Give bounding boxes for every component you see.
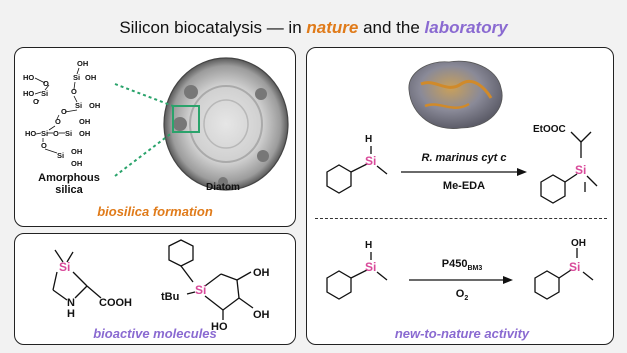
silica-label-line-1: Amorphous — [38, 172, 100, 184]
reaction-arrow-bottom — [409, 276, 513, 284]
silaproline-structure: Si N H COOH — [52, 249, 132, 320]
title-prefix: Silicon biocatalysis — in — [119, 18, 307, 37]
svg-text:O: O — [61, 107, 67, 116]
catalyst-bottom-main: P450 — [441, 258, 468, 270]
svg-text:O: O — [71, 87, 77, 96]
si-atom: Si — [59, 260, 70, 274]
title-middle: and the — [358, 18, 425, 37]
ester-label: EtOOC — [533, 124, 566, 135]
svg-text:Si: Si — [57, 151, 64, 160]
silica-label-line-2: silica — [55, 184, 83, 196]
reactant-silane-bottom: H Si — [326, 240, 388, 300]
protein-image — [408, 60, 503, 130]
lab-caption: new-to-nature activity — [394, 326, 530, 341]
reaction-arrow-top — [401, 168, 527, 176]
svg-text:HO: HO — [23, 73, 34, 82]
svg-text:OH: OH — [71, 159, 82, 168]
catalyst-bottom-sub: BM3 — [467, 265, 483, 273]
biosilica-caption: biosilica formation — [97, 204, 213, 219]
panel-bioactive: Si N H COOH Si tBu OH OH HO bioactive mo… — [14, 233, 296, 345]
title-nature: nature — [306, 18, 359, 37]
si-atom-bottom-product: Si — [569, 260, 580, 274]
catalyst-top: R. marinus cyt c — [421, 152, 507, 164]
panel-laboratory: H Si R. marinus cyt c Me-EDA EtOOC Si H — [306, 47, 614, 345]
product-bottom: OH Si — [534, 238, 594, 300]
cooh-label: COOH — [99, 297, 132, 309]
oh-label-2: OH — [253, 309, 270, 321]
silica-structure: OH HO Si OH O HO Si O O Si OH O O OH HO … — [23, 59, 100, 168]
diatom-label: Diatom — [206, 182, 240, 193]
svg-text:Si: Si — [41, 129, 48, 138]
ho-label: HO — [211, 321, 228, 333]
reagent-bottom-sub: 2 — [464, 295, 469, 303]
h-atom-top: H — [365, 134, 372, 145]
reagent-bottom-main: O — [455, 288, 465, 300]
svg-text:HO: HO — [23, 89, 34, 98]
si-atom-bottom: Si — [365, 260, 376, 274]
h-atom-bottom: H — [365, 240, 372, 251]
reagent-bottom: O2 — [407, 288, 517, 302]
svg-text:O: O — [41, 141, 47, 150]
h-atom: H — [67, 308, 75, 320]
silanol-sugar-structure: Si tBu OH OH HO — [161, 239, 270, 333]
n-atom: N — [67, 297, 75, 309]
title-laboratory: laboratory — [424, 18, 508, 37]
oh-label-1: OH — [253, 267, 270, 279]
svg-text:HO: HO — [25, 129, 36, 138]
svg-text:OH: OH — [89, 101, 100, 110]
catalyst-bottom: P450BM3 — [407, 258, 517, 272]
svg-text:OH: OH — [77, 59, 88, 68]
svg-text:Si: Si — [75, 101, 82, 110]
si-atom-2: Si — [195, 283, 206, 297]
si-atom-top: Si — [365, 154, 376, 168]
svg-text:O: O — [55, 117, 61, 126]
svg-text:OH: OH — [79, 129, 90, 138]
bioactive-caption: bioactive molecules — [93, 326, 217, 341]
svg-text:OH: OH — [85, 73, 96, 82]
zoom-lines — [114, 83, 174, 177]
silica-label: Amorphous silica — [29, 172, 109, 196]
svg-text:Si: Si — [73, 73, 80, 82]
product-top: EtOOC Si — [533, 124, 598, 204]
svg-text:O: O — [33, 97, 39, 106]
diatom-image — [163, 57, 289, 191]
reactant-silane-top: H Si — [326, 134, 388, 194]
svg-text:OH: OH — [79, 117, 90, 126]
section-divider — [315, 218, 607, 219]
si-atom-top-product: Si — [575, 163, 586, 177]
svg-text:Si: Si — [65, 129, 72, 138]
figure-title: Silicon biocatalysis — in nature and the… — [0, 18, 627, 38]
svg-text:Si: Si — [41, 89, 48, 98]
svg-text:O: O — [53, 129, 59, 138]
svg-text:OH: OH — [71, 147, 82, 156]
panel-biosilica: OH HO Si OH O HO Si O O Si OH O O OH HO … — [14, 47, 296, 227]
svg-text:O: O — [43, 79, 49, 88]
tbu-label: tBu — [161, 291, 179, 303]
oh-product: OH — [571, 238, 586, 249]
reagent-top: Me-EDA — [442, 180, 486, 192]
